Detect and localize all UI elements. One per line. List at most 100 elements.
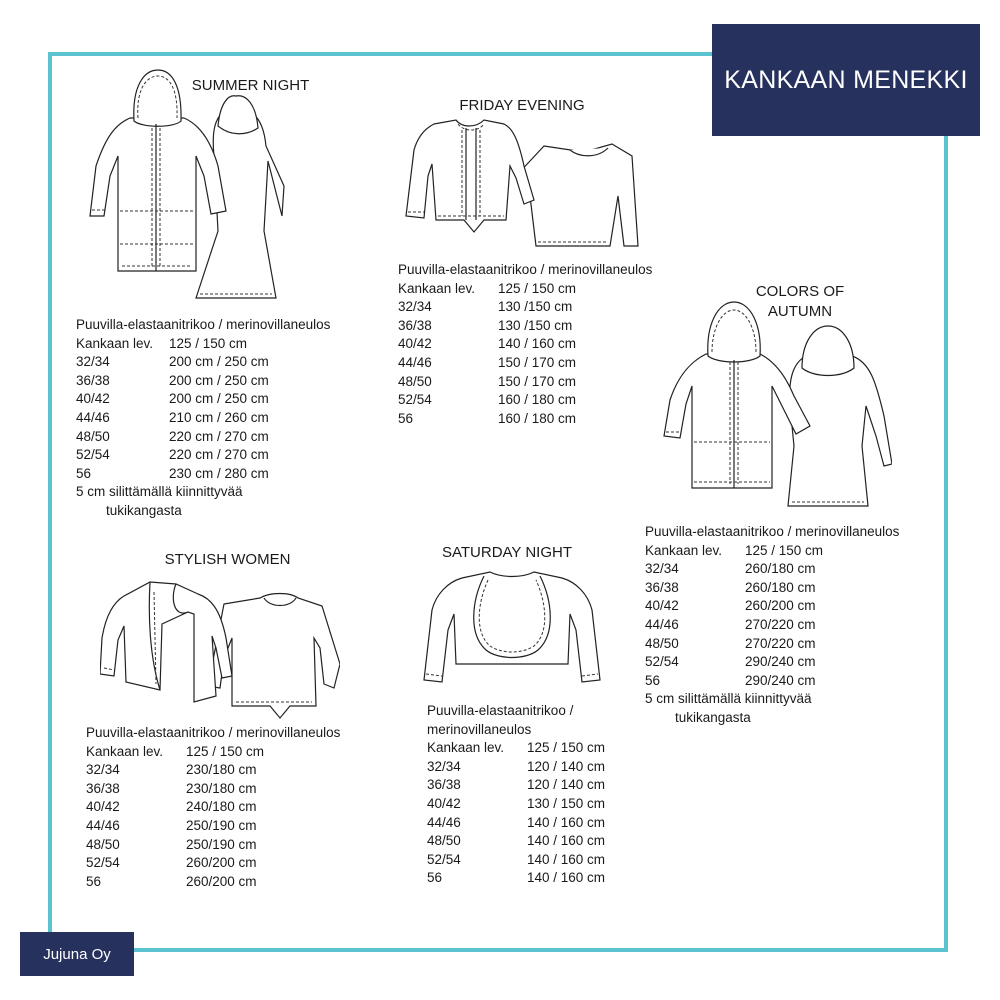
size-row: 48/50 250/190 cm (86, 836, 340, 855)
size-row: 48/50 270/220 cm (645, 635, 899, 654)
fabric-amount: 140 / 160 cm (527, 833, 606, 849)
fabric-width-row: Kankaan lev. 125 / 150 cm (427, 739, 605, 758)
fabric-amount: 220 cm / 270 cm (169, 428, 269, 444)
size-label: 56 (76, 465, 92, 481)
fabric-width-label: Kankaan lev. (76, 335, 154, 351)
fabric-amount: 230/180 cm (186, 762, 257, 778)
fabric-width-row: Kankaan lev. 125 / 150 cm (645, 542, 899, 561)
size-label: 44/46 (427, 814, 461, 830)
size-label: 52/54 (76, 447, 110, 463)
colors-of-autumn-title-line-2: AUTUMN (767, 303, 833, 320)
size-row: 44/46 250/190 cm (86, 817, 340, 836)
fabric-width-value: 125 / 150 cm (745, 542, 824, 558)
size-label: 44/46 (398, 354, 432, 370)
summer-night-specs: Puuvilla-elastaanitrikoo / merinovillane… (76, 316, 330, 521)
size-label: 44/46 (86, 817, 120, 833)
colors-of-autumn-title-line-1: COLORS OF (755, 283, 845, 300)
interfacing-note: 5 cm silittämällä kiinnittyvää (76, 484, 243, 500)
size-label: 52/54 (645, 654, 679, 670)
fabric-amount: 140 / 160 cm (527, 814, 606, 830)
fabric-amount: 220 cm / 270 cm (169, 447, 269, 463)
fabric-amount: 130 / 150 cm (527, 795, 606, 811)
colors-of-autumn-illustration (662, 296, 892, 516)
size-label: 32/34 (76, 354, 110, 370)
friday-evening-specs: Puuvilla-elastaanitrikoo / merinovillane… (398, 261, 652, 428)
material-text: Puuvilla-elastaanitrikoo / merinovillane… (398, 262, 653, 277)
size-label: 48/50 (645, 635, 679, 651)
size-row: 56 290/240 cm (645, 672, 899, 691)
size-label: 48/50 (76, 428, 110, 444)
colors-of-autumn-title: COLORS OF AUTUMN (740, 282, 860, 322)
saturday-night-illustration (422, 570, 606, 700)
size-label: 56 (645, 672, 661, 688)
size-row: 44/46 140 / 160 cm (427, 814, 605, 833)
fabric-amount: 120 / 140 cm (527, 758, 606, 774)
friday-evening-illustration (404, 116, 644, 256)
material-text: Puuvilla-elastaanitrikoo / merinovillane… (76, 317, 331, 332)
page-frame (48, 52, 948, 952)
material-text-line-2: merinovillaneulos (427, 721, 532, 737)
size-label: 36/38 (76, 372, 110, 388)
size-row: 52/54 220 cm / 270 cm (76, 446, 330, 465)
size-label: 52/54 (427, 851, 461, 867)
size-row: 48/50 220 cm / 270 cm (76, 428, 330, 447)
size-label: 56 (398, 410, 414, 426)
colors-of-autumn-specs: Puuvilla-elastaanitrikoo / merinovillane… (645, 523, 899, 728)
interfacing-note: 5 cm silittämällä kiinnittyvää (645, 691, 812, 707)
summer-night-illustration (86, 66, 286, 306)
fabric-amount: 250/190 cm (186, 817, 257, 833)
size-label: 36/38 (645, 579, 679, 595)
fabric-width-label: Kankaan lev. (427, 740, 505, 756)
fabric-amount: 260/200 cm (745, 598, 816, 614)
fabric-width-value: 125 / 150 cm (186, 743, 265, 759)
size-label: 56 (427, 870, 443, 886)
size-row: 32/34 230/180 cm (86, 761, 340, 780)
fabric-amount: 250/190 cm (186, 836, 257, 852)
page-title: KANKAAN MENEKKI (712, 24, 980, 136)
fabric-amount: 230 cm / 280 cm (169, 465, 269, 481)
size-label: 56 (86, 873, 102, 889)
size-label: 44/46 (645, 616, 679, 632)
fabric-amount: 290/240 cm (745, 672, 816, 688)
fabric-amount: 140 / 160 cm (527, 870, 606, 886)
material-text: Puuvilla-elastaanitrikoo / merinovillane… (645, 524, 900, 539)
material-text-line-1: Puuvilla-elastaanitrikoo / (427, 703, 574, 718)
fabric-amount: 240/180 cm (186, 799, 257, 815)
stylish-women-specs: Puuvilla-elastaanitrikoo / merinovillane… (86, 724, 340, 891)
fabric-amount: 130 /150 cm (498, 317, 573, 333)
size-label: 48/50 (398, 373, 432, 389)
fabric-amount: 270/220 cm (745, 635, 816, 651)
fabric-amount: 260/200 cm (186, 855, 257, 871)
size-label: 32/34 (86, 762, 120, 778)
size-label: 32/34 (427, 758, 461, 774)
size-label: 40/42 (398, 336, 432, 352)
size-row: 32/34 120 / 140 cm (427, 758, 605, 777)
fabric-amount: 230/180 cm (186, 780, 257, 796)
interfacing-note-cont: tukikangasta (675, 709, 751, 725)
size-label: 36/38 (427, 777, 461, 793)
size-label: 48/50 (86, 836, 120, 852)
size-label: 44/46 (76, 409, 110, 425)
size-label: 32/34 (398, 299, 432, 315)
fabric-amount: 290/240 cm (745, 654, 816, 670)
size-row: 52/54 290/240 cm (645, 653, 899, 672)
fabric-amount: 130 /150 cm (498, 299, 573, 315)
fabric-width-row: Kankaan lev. 125 / 150 cm (76, 335, 330, 354)
interfacing-note-cont: tukikangasta (106, 502, 182, 518)
